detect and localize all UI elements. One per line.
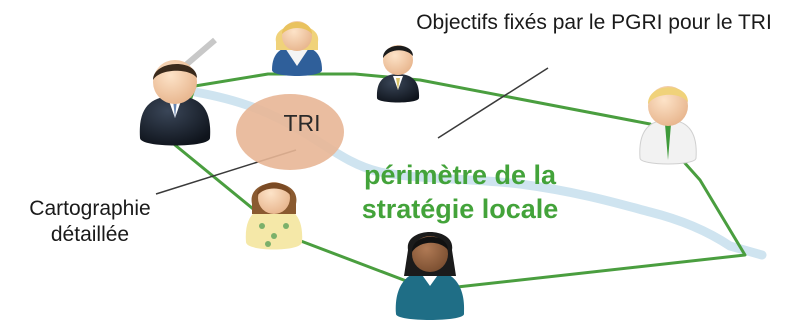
stakeholder-businessman-left [139, 60, 211, 146]
stakeholder-woman-blonde [272, 21, 322, 76]
pgri-objectives-label: Objectifs fixés par le PGRI pour le TRI [416, 11, 772, 34]
local-strategy-perimeter-outline [173, 72, 747, 292]
tri-label: TRI [283, 110, 321, 136]
stakeholder-man-small [376, 45, 420, 103]
tri-bubble [236, 94, 344, 170]
stakeholder-man-green-tie [639, 86, 697, 165]
local-strategy-perimeter-label: périmètre de la stratégie locale [361, 160, 559, 224]
pgri-pointer-line [437, 67, 549, 139]
stakeholder-woman-teal [395, 232, 465, 320]
cartography-label: Cartographie détaillée [29, 197, 151, 246]
stakeholder-woman-brunette [245, 182, 303, 250]
